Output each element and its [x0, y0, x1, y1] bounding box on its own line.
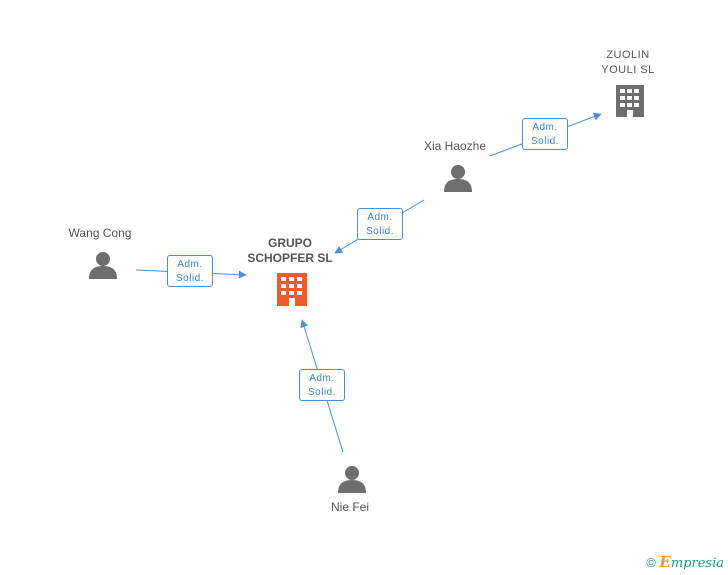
- brand-logo: Empresia: [659, 553, 724, 571]
- footer-brand[interactable]: © Empresia: [646, 553, 724, 571]
- edge-label-line: Solid.: [175, 273, 204, 284]
- node-label-xia: Xia Haozhe: [423, 139, 487, 153]
- edge-label-line: Adm.: [367, 212, 393, 223]
- copyright-icon: ©: [646, 555, 656, 570]
- node-label-line: ZUOLIN: [606, 49, 650, 61]
- node-label-nie: Nie Fei: [330, 500, 369, 514]
- edge-label-line: Adm.: [309, 373, 335, 384]
- edge-label-line: Adm.: [532, 122, 558, 133]
- edge-label[interactable]: Adm. Solid.: [299, 369, 345, 401]
- brand-name: mpresia: [670, 556, 724, 571]
- node-label-zuolin: ZUOLIN YOULI SL: [588, 48, 668, 78]
- edge-label-line: Adm.: [177, 259, 203, 270]
- node-label-line: YOULI SL: [601, 64, 655, 76]
- edge-label-line: Solid.: [530, 136, 559, 147]
- edge-label-line: Solid.: [365, 226, 394, 237]
- edge-label[interactable]: Adm. Solid.: [357, 208, 403, 240]
- edge-label-line: Solid.: [307, 387, 336, 398]
- node-label-grupo: GRUPO SCHOPFER SL: [240, 236, 340, 266]
- edge-label[interactable]: Adm. Solid.: [522, 118, 568, 150]
- person-icon[interactable]: [338, 466, 366, 493]
- building-icon[interactable]: [616, 85, 644, 117]
- node-label-line: GRUPO: [267, 236, 312, 250]
- person-icon[interactable]: [444, 165, 472, 192]
- node-label-wang: Wang Cong: [68, 226, 132, 240]
- node-label-line: SCHOPFER SL: [247, 251, 333, 265]
- person-icon[interactable]: [89, 252, 117, 279]
- edge-label[interactable]: Adm. Solid.: [167, 255, 213, 287]
- building-icon[interactable]: [277, 273, 307, 306]
- brand-initial: E: [659, 553, 671, 571]
